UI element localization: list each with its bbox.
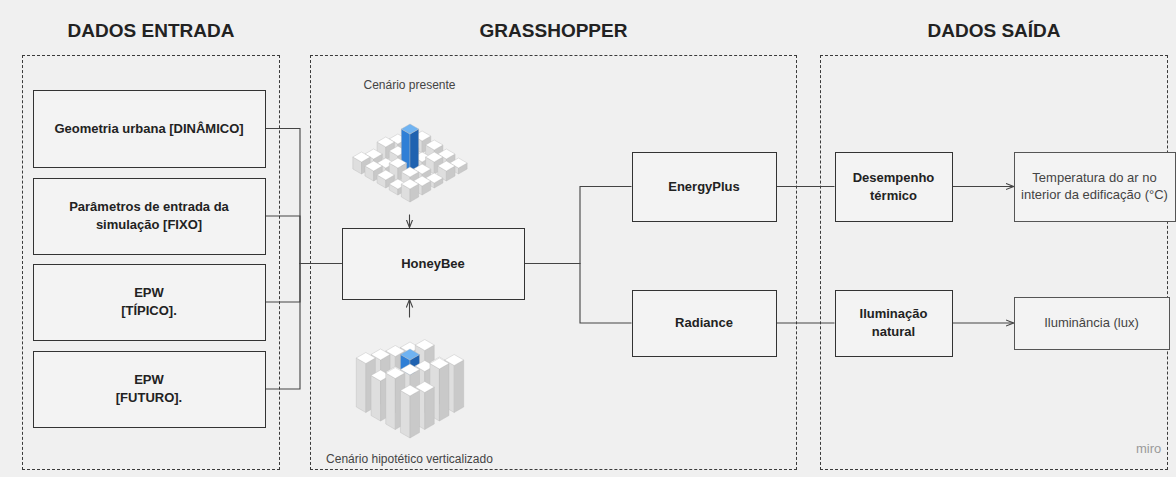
building-face	[426, 152, 443, 162]
connector-line	[266, 129, 342, 264]
connector-line	[777, 186, 835, 187]
building-face	[410, 391, 420, 439]
building-face	[439, 364, 449, 422]
vertical-city	[356, 340, 463, 439]
connector-line	[953, 322, 1014, 323]
building-face	[400, 385, 419, 396]
box-label: EPW [TÍPICO].	[109, 284, 189, 319]
building-face	[371, 376, 381, 422]
building-face	[377, 137, 394, 147]
building-face	[454, 360, 464, 413]
process-box: Radiance	[632, 290, 777, 357]
process-box: Geometria urbana [DINÂMICO]	[33, 90, 266, 168]
dashed-panel: Desempenho térmicoIluminação natural Temp…	[820, 55, 1168, 470]
connector-line	[409, 300, 410, 318]
building-face	[353, 152, 370, 162]
building-face	[356, 353, 375, 364]
connector-line	[525, 264, 632, 324]
dashed-panel: Geometria urbana [DINÂMICO] Parâmetros de…	[22, 55, 280, 470]
building-face	[365, 161, 382, 171]
building-face	[438, 161, 455, 171]
output-label: Iluminância (lux)	[1044, 315, 1139, 332]
panel-heading: DADOS ENTRADA	[23, 20, 279, 42]
building-face	[425, 387, 435, 430]
output-box: Iluminância (lux)	[1014, 297, 1170, 350]
connector-line	[266, 264, 342, 303]
connector-line	[266, 264, 342, 390]
box-label: EPW [FUTURO].	[109, 371, 189, 406]
box-label: EnergyPlus	[668, 178, 740, 196]
building-face	[386, 373, 396, 430]
process-box: Iluminação natural	[835, 290, 953, 357]
dashed-panel: Cenário presenteHoneyBeeCenário hipotéti…	[310, 55, 797, 470]
process-box: EPW [TÍPICO].	[33, 264, 266, 341]
image-caption: Cenário hipotético verticalizado	[326, 452, 493, 466]
process-box: Desempenho térmico	[835, 152, 953, 222]
connector-line	[409, 215, 410, 228]
box-label: Parâmetros de entrada da simulação [FIXO…	[54, 198, 244, 233]
process-box: EnergyPlus	[632, 152, 777, 222]
box-label: Iluminação natural	[844, 305, 944, 340]
panel-heading: GRASSHOPPER	[311, 20, 796, 42]
building-face	[401, 167, 418, 177]
building-face	[415, 340, 434, 351]
process-box: HoneyBee	[342, 228, 525, 300]
box-label: Radiance	[675, 314, 733, 332]
box-label: HoneyBee	[401, 255, 465, 273]
image-caption: Cenário presente	[363, 78, 455, 92]
building-face	[426, 140, 443, 150]
present-city	[353, 124, 467, 202]
box-label: Desempenho térmico	[844, 169, 944, 204]
process-box: Parâmetros de entrada da simulação [FIXO…	[33, 178, 266, 255]
building-face	[377, 170, 394, 180]
connector-line	[525, 187, 632, 264]
watermark: miro	[1136, 441, 1161, 456]
building-face	[386, 368, 405, 379]
box-label: Geometria urbana [DINÂMICO]	[54, 120, 243, 138]
process-box: EPW [FUTURO].	[33, 351, 266, 428]
building-face	[400, 391, 410, 439]
building-face	[401, 124, 418, 134]
scenario-image: Cenário presente	[315, 78, 505, 215]
panel-heading: DADOS SAÍDA	[821, 20, 1167, 42]
building-face	[389, 158, 406, 168]
output-label: Temperatura do ar no interior da edifica…	[1021, 170, 1169, 204]
building-face	[400, 349, 419, 360]
building-face	[356, 358, 366, 413]
connector-line	[953, 186, 1014, 187]
connector-line	[266, 216, 342, 264]
building-face	[430, 358, 449, 369]
connector-line	[777, 322, 835, 323]
output-box: Temperatura do ar no interior da edifica…	[1014, 152, 1176, 222]
building-face	[401, 179, 418, 189]
scenario-image: Cenário hipotético verticalizado	[315, 318, 505, 466]
